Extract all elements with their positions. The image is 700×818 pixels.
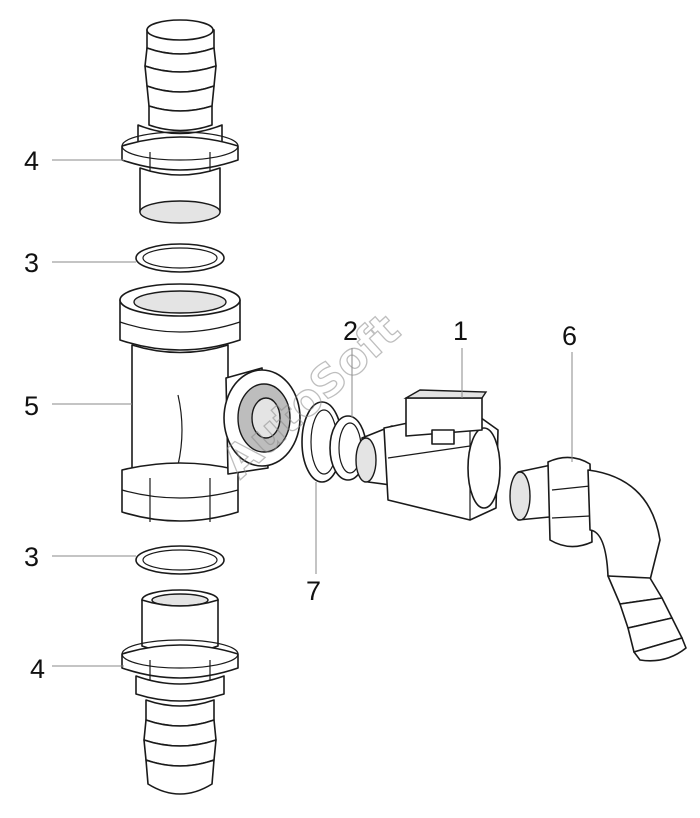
callout-2: 2 [343, 316, 358, 346]
callout-3-top: 3 [24, 248, 39, 278]
tee-body [119, 283, 301, 522]
callout-7: 7 [306, 576, 321, 606]
callout-4-top: 4 [24, 146, 39, 176]
callout-4-bottom: 4 [30, 654, 45, 684]
o-ring-bottom [135, 545, 225, 575]
leader-lines [52, 159, 573, 667]
o-ring-top [135, 243, 225, 273]
elbow-hose-fitting [509, 456, 687, 662]
hose-fitting-top [121, 19, 239, 224]
callout-3-bottom: 3 [24, 542, 39, 572]
callout-6: 6 [562, 321, 577, 351]
ball-valve [355, 389, 501, 521]
hose-fitting-bottom [121, 589, 239, 795]
callout-1: 1 [453, 316, 468, 346]
callout-5: 5 [24, 391, 39, 421]
